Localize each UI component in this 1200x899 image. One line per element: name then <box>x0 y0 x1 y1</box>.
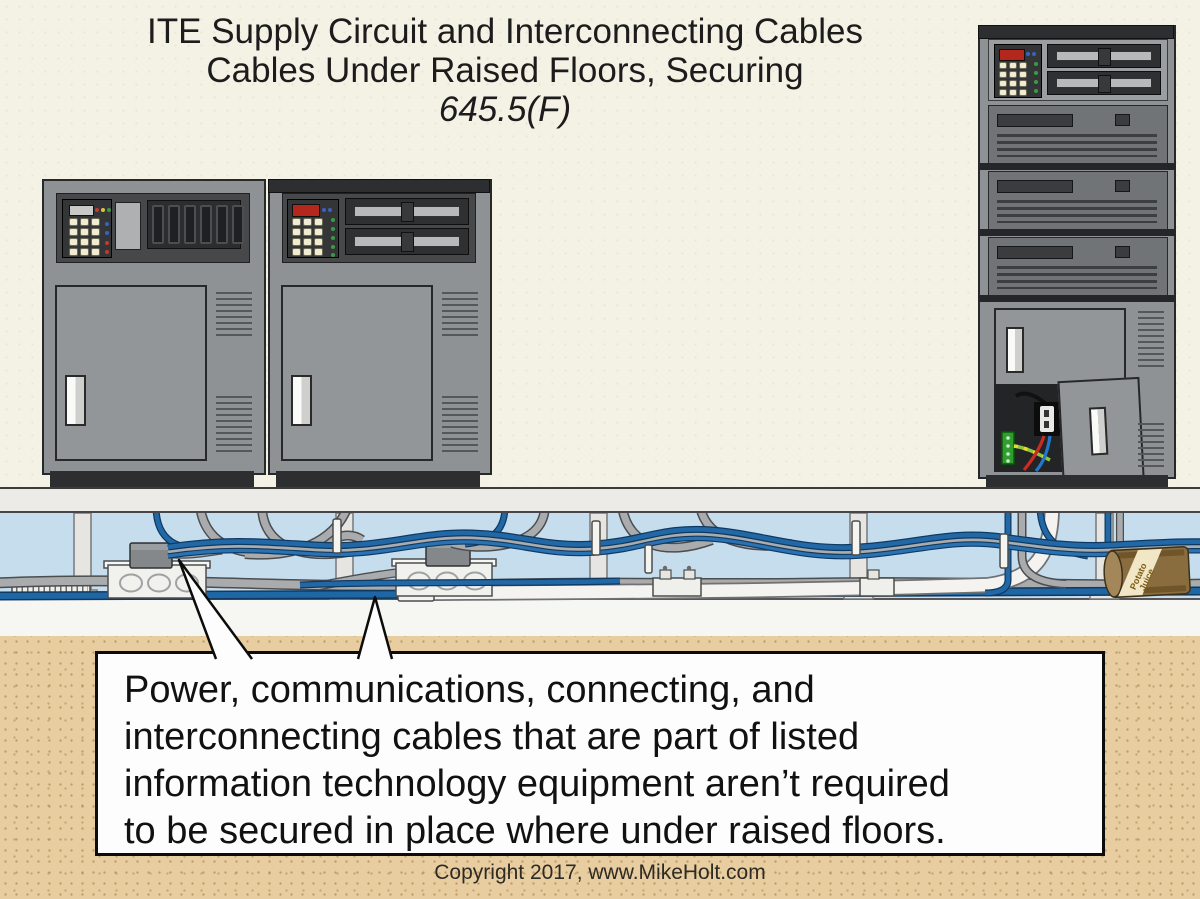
keypad-buttons <box>999 62 1027 96</box>
cabinet-base <box>50 471 254 487</box>
green-led <box>331 245 335 249</box>
keypad-module <box>994 44 1042 98</box>
junction-box-middle <box>299 540 621 597</box>
blue-led <box>105 231 109 235</box>
ite-cabinet-middle <box>268 179 492 475</box>
title-line-1: ITE Supply Circuit and Interconnecting C… <box>147 12 863 51</box>
page-title: ITE Supply Circuit and Interconnecting C… <box>30 12 980 129</box>
vent-grille <box>1138 311 1164 369</box>
drive-bay <box>1047 44 1161 68</box>
blue-led <box>1032 52 1036 56</box>
card-slots <box>147 200 244 249</box>
green-led <box>1034 62 1038 66</box>
keypad-module <box>287 199 339 258</box>
vent-grille <box>1138 423 1164 467</box>
door-handle <box>1006 327 1024 373</box>
rack-divider <box>978 163 1176 170</box>
cabinet-base <box>276 471 480 487</box>
vent-grille <box>216 292 252 340</box>
blank-panel <box>115 202 141 250</box>
rack-control-panel <box>988 39 1168 101</box>
keypad-buttons <box>69 218 100 256</box>
green-led <box>331 236 335 240</box>
door-handle <box>291 375 312 426</box>
status-display <box>69 205 94 216</box>
blue-led <box>105 222 109 226</box>
rack-top-cap <box>978 25 1174 39</box>
red-led <box>105 241 109 245</box>
title-line-2: Cables Under Raised Floors, Securing <box>206 51 804 90</box>
open-cabinet-door <box>1057 376 1145 482</box>
ground-terminal-strip <box>1001 431 1015 465</box>
server-rack <box>978 25 1176 482</box>
door-handle <box>1088 406 1109 456</box>
drive-bays <box>1047 44 1161 98</box>
blue-led <box>328 208 332 212</box>
rack-unit <box>988 171 1168 230</box>
drive-bay <box>345 228 469 255</box>
copyright: Copyright 2017, www.MikeHolt.com <box>434 861 766 884</box>
green-led <box>1034 89 1038 93</box>
rack-divider <box>978 229 1176 236</box>
yellow-led <box>101 208 105 212</box>
red-led <box>95 208 99 212</box>
rack-unit <box>988 237 1168 296</box>
green-led <box>331 253 335 257</box>
suspended-cable-bundle <box>167 525 1200 560</box>
floor-connector-boxes <box>652 565 895 597</box>
keypad-buttons <box>292 218 323 256</box>
title-code-reference: 645.5(F) <box>438 90 572 129</box>
red-led <box>105 250 109 254</box>
callout-box: Power, communications, connecting, and i… <box>95 651 1105 856</box>
rack-base <box>986 475 1168 487</box>
drive-bay <box>345 198 469 225</box>
rack-unit <box>988 105 1168 164</box>
cabinet-door <box>281 285 433 461</box>
vent-grille <box>442 396 478 452</box>
raised-floor-slab <box>0 487 1200 513</box>
drive-bay <box>1047 71 1161 95</box>
vent-grille <box>442 292 478 340</box>
red-wire <box>1022 435 1046 472</box>
blue-led <box>322 208 326 212</box>
cabinet-top-cap <box>268 179 490 193</box>
rack-divider <box>978 295 1176 302</box>
callout-line-3: information technology equipment aren’t … <box>124 763 950 805</box>
control-panel <box>56 193 250 263</box>
ite-cabinet-left <box>42 179 266 475</box>
wiring-detail <box>1001 391 1060 473</box>
callout-line-4: to be secured in place where under raise… <box>124 810 946 852</box>
potato-juice-can: Potato Juice <box>1103 546 1191 599</box>
red-display <box>999 49 1025 61</box>
control-panel <box>282 193 476 263</box>
green-led <box>1034 80 1038 84</box>
green-led <box>331 227 335 231</box>
blue-led <box>1026 52 1030 56</box>
drive-bays <box>345 198 469 258</box>
rack-cabinet-door <box>994 308 1126 388</box>
keypad-module <box>62 199 112 258</box>
callout-line-2: interconnecting cables that are part of … <box>124 716 860 758</box>
door-handle <box>65 375 86 426</box>
green-led <box>1034 71 1038 75</box>
white-conduit <box>397 504 1060 602</box>
red-display <box>292 204 320 217</box>
vent-grille <box>216 396 252 452</box>
cabinet-door <box>55 285 207 461</box>
cable-clips <box>332 518 1009 574</box>
green-led <box>331 218 335 222</box>
blue-wire <box>1034 435 1052 473</box>
callout-line-1: Power, communications, connecting, and <box>124 669 815 711</box>
green-led <box>107 208 111 212</box>
